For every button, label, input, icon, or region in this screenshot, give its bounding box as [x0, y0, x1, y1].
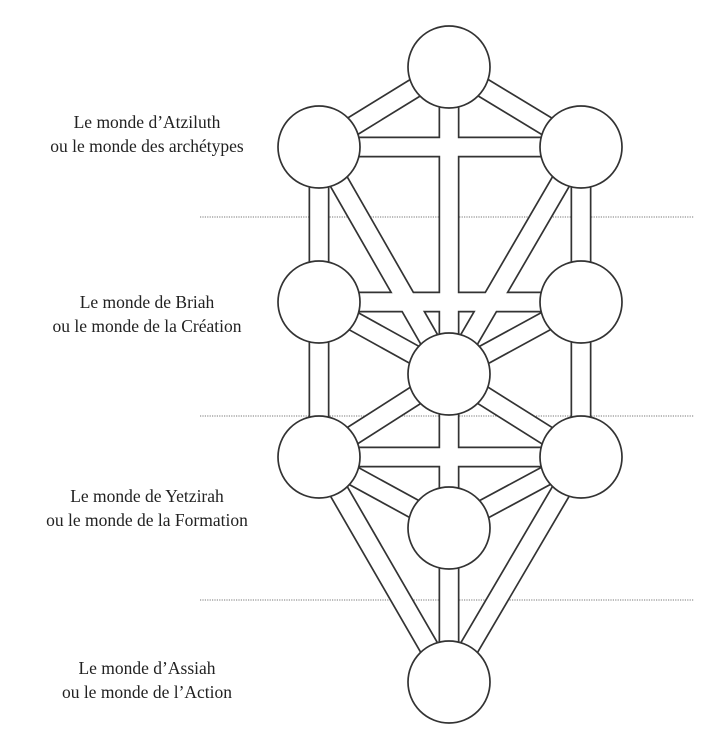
sefirah-circle-chesed — [539, 260, 623, 344]
path-channel — [311, 452, 457, 687]
path-channel — [441, 142, 589, 379]
sefirah-circle-malkuth — [407, 640, 491, 724]
world-label-line: ou le monde de l’Action — [61, 682, 233, 702]
world-label-briah: Le monde de Briah ou le monde de la Créa… — [0, 290, 297, 338]
world-label-assiah: Le monde d’Assiah ou le monde de l’Actio… — [0, 656, 297, 704]
world-label-line: Le monde de Yetzirah — [70, 486, 224, 506]
path-channel — [311, 142, 457, 379]
world-label-line: ou le monde de la Création — [52, 316, 242, 336]
world-label-yetzirah: Le monde de Yetzirah ou le monde de la F… — [0, 484, 297, 532]
sefirah-circle-hod — [277, 415, 361, 499]
sefirah-circle-tiferet — [407, 332, 491, 416]
sefirah-circle-keter — [407, 25, 491, 109]
world-label-line: Le monde d’Atziluth — [73, 112, 221, 132]
sefirah-circle-geburah — [277, 260, 361, 344]
world-label-line: ou le monde de la Formation — [46, 510, 248, 530]
sefirah-circle-binah — [277, 105, 361, 189]
world-label-line: Le monde d’Assiah — [78, 658, 216, 678]
world-label-line: Le monde de Briah — [79, 292, 215, 312]
sefirah-circle-yesod — [407, 486, 491, 570]
world-label-atziluth: Le monde d’Atziluth ou le monde des arch… — [0, 110, 297, 158]
sefirah-circle-netzach — [539, 415, 623, 499]
world-label-line: ou le monde des archétypes — [50, 136, 244, 156]
path-channel — [441, 452, 589, 687]
sefirah-circle-chokmah — [539, 105, 623, 189]
